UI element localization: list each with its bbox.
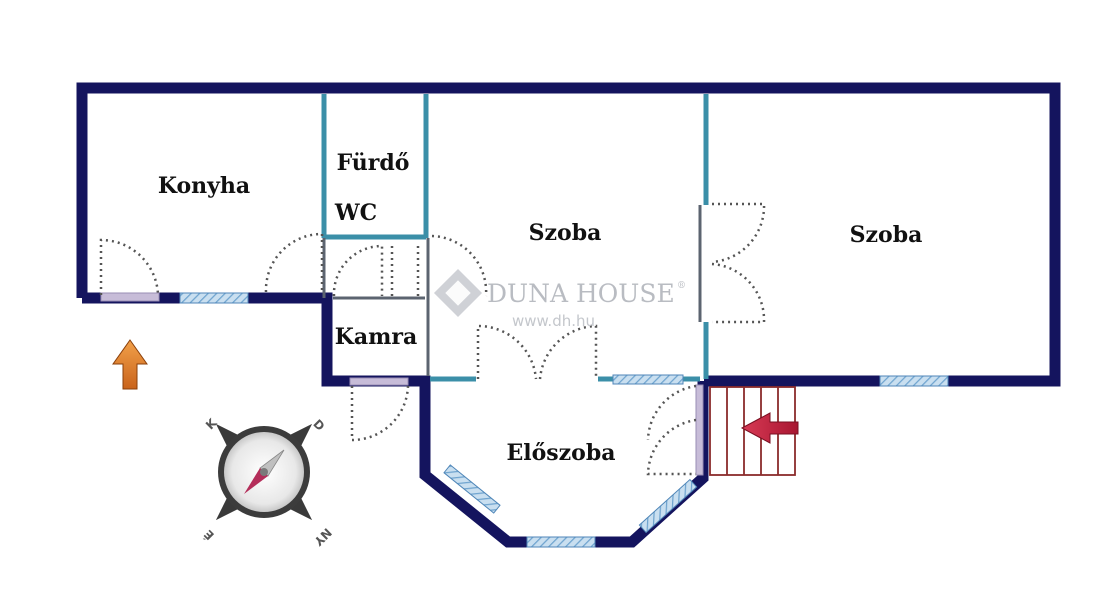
door-leaf-konyha bbox=[100, 292, 160, 302]
room-label-kamra: Kamra bbox=[335, 324, 418, 350]
room-label-eloszoba: Előszoba bbox=[507, 440, 616, 466]
watermark-brand: DUNA HOUSE bbox=[487, 279, 675, 308]
window-eloszoba-bottom bbox=[526, 536, 596, 548]
partition-walls bbox=[322, 205, 702, 376]
window-szoba-right bbox=[879, 375, 949, 387]
door-swing-szoba-right-bottom bbox=[711, 262, 766, 324]
door-swing-double-right bbox=[538, 324, 598, 380]
door-swing-furdo bbox=[332, 244, 384, 297]
room-label-wc: WC bbox=[334, 200, 377, 226]
compass-icon: K D NY É bbox=[201, 415, 335, 548]
door-swing-szoba-hall bbox=[431, 234, 488, 297]
door-swing-kamra bbox=[350, 385, 410, 442]
compass-south-label: NY bbox=[311, 525, 334, 548]
door-swing-konyha bbox=[99, 238, 160, 296]
door-swing-double-left bbox=[476, 324, 538, 380]
door-swing-eloszoba-entry-2 bbox=[646, 418, 697, 476]
orientation-arrow-icon bbox=[112, 339, 148, 390]
door-swing-szoba-right-top bbox=[711, 202, 766, 264]
door-swing-konyha-inner bbox=[264, 232, 324, 293]
entrance-arrow-icon bbox=[740, 412, 799, 444]
room-label-konyha: Konyha bbox=[158, 173, 250, 199]
window-eloszoba-left bbox=[443, 464, 501, 514]
windows bbox=[100, 292, 949, 548]
room-labels: Konyha Fürdő WC Szoba Szoba Kamra Előszo… bbox=[158, 150, 923, 466]
room-label-szoba-1: Szoba bbox=[529, 220, 602, 246]
window-szoba-left bbox=[612, 374, 684, 385]
watermark-url: www.dh.hu bbox=[512, 312, 595, 330]
door-swing-wc bbox=[390, 246, 420, 296]
compass-west-label: É bbox=[201, 527, 217, 543]
door-leaf-eloszoba bbox=[695, 384, 704, 476]
window-eloszoba-right bbox=[638, 478, 698, 534]
window-konyha bbox=[179, 292, 249, 304]
compass-east-label: D bbox=[310, 417, 327, 434]
watermark-registered: ® bbox=[677, 281, 686, 291]
watermark: DUNA HOUSE ® www.dh.hu bbox=[433, 268, 686, 330]
duna-house-logo-icon bbox=[433, 268, 483, 318]
door-swings bbox=[99, 202, 766, 476]
room-label-szoba-2: Szoba bbox=[850, 222, 923, 248]
door-swing-eloszoba-entry bbox=[646, 384, 697, 441]
room-label-furdo: Fürdő bbox=[337, 150, 410, 176]
door-leaf-kamra bbox=[349, 377, 409, 386]
compass-north-label: K bbox=[203, 415, 220, 432]
